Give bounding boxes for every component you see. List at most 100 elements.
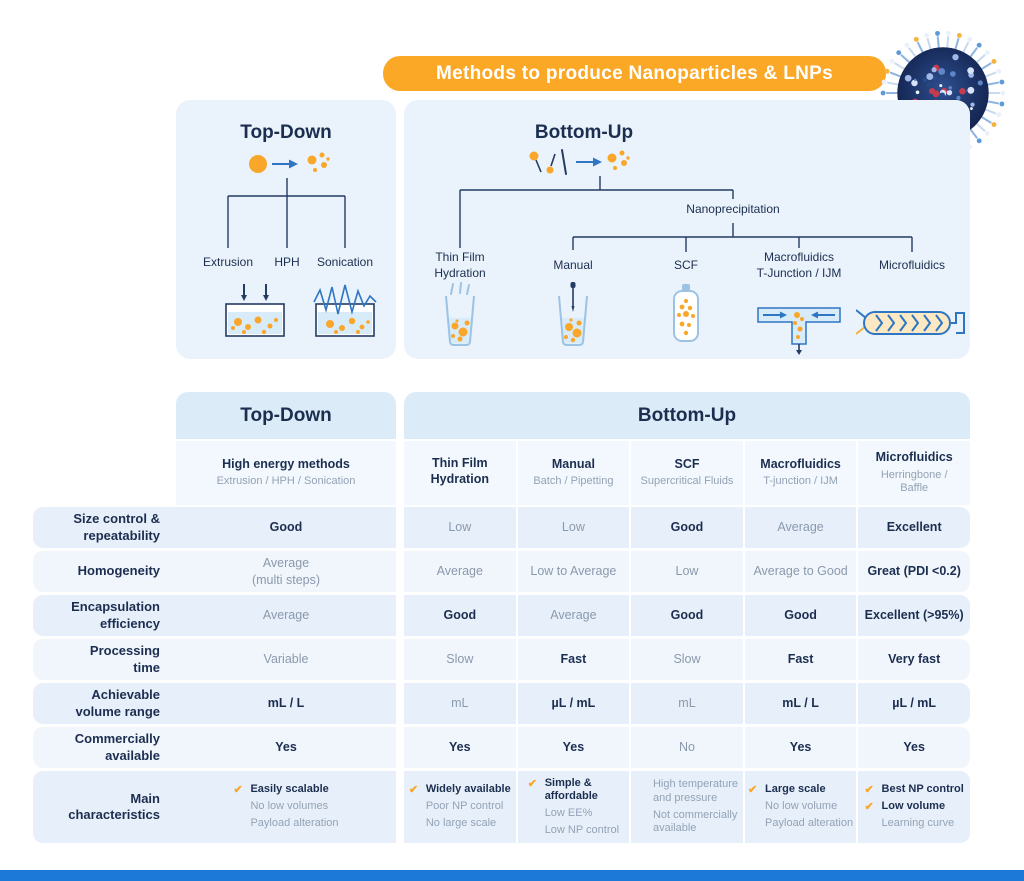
- cell-value: Excellent (>95%): [864, 608, 964, 623]
- characteristic-item: ✔Widely available: [409, 783, 511, 797]
- table-cell: Slow: [404, 639, 516, 680]
- table-cell: µL / mL: [856, 683, 970, 724]
- column-subtitle: Extrusion / HPH / Sonication: [216, 475, 356, 488]
- cell-value: Good: [670, 520, 704, 535]
- cell-value: Good: [670, 608, 704, 623]
- cell-value: Good: [269, 520, 303, 535]
- column-subtitle: T-junction / IJM: [763, 475, 838, 488]
- cell-value: Low to Average: [530, 564, 617, 579]
- top-down-title: Top-Down: [240, 122, 332, 143]
- table-cell: mL / L: [176, 683, 396, 724]
- table-cell: Good: [176, 507, 396, 548]
- cell-value: Great (PDI <0.2): [867, 564, 961, 579]
- characteristic-text: Payload alteration: [765, 816, 854, 829]
- characteristic-text: Learning curve: [881, 816, 955, 829]
- cell-value: Average: [262, 608, 310, 623]
- cell-value: Fast: [787, 652, 814, 667]
- characteristic-item: Low NP control: [528, 824, 619, 838]
- table-cell: Excellent: [856, 507, 970, 548]
- cell-value: Variable: [263, 652, 309, 667]
- characteristic-text: Payload alteration: [250, 816, 339, 829]
- branch-microfluidics: Microfluidics: [878, 258, 946, 272]
- table-cell: Low: [515, 507, 630, 548]
- table-cell: Low: [404, 507, 516, 548]
- table-cell: Yes: [515, 727, 630, 768]
- bottom-up-panel: Bottom-Up Nanoprecipitation Thin Film Hy…: [404, 100, 970, 359]
- table-cell: No: [629, 727, 743, 768]
- column-title: Microfluidics: [875, 449, 953, 464]
- cell-value: µL / mL: [551, 696, 596, 711]
- table-cell: Good: [742, 595, 857, 636]
- column-head: Manual Batch / Pipetting: [515, 441, 630, 505]
- characteristic-text: High temperature and pressure: [652, 778, 738, 804]
- characteristic-text: Low NP control: [544, 823, 620, 836]
- group-header-label: Bottom-Up: [637, 404, 737, 426]
- column-title: Macrofluidics: [760, 456, 841, 471]
- cell-value: mL: [451, 696, 469, 711]
- nanoprecipitation-label: Nanoprecipitation: [686, 202, 780, 216]
- characteristic-item: Poor NP control: [409, 800, 511, 814]
- table-cell: Low to Average: [515, 551, 630, 592]
- cell-value: mL / L: [782, 696, 819, 711]
- characteristic-text: No low volumes: [250, 800, 329, 813]
- row-label: Homogeneity: [33, 551, 176, 592]
- characteristic-text: Large scale: [765, 783, 826, 796]
- check-icon: ✔: [527, 777, 537, 790]
- check-icon: ✔: [233, 784, 243, 797]
- row-label: Encapsulation efficiency: [33, 595, 176, 636]
- table-cell: Very fast: [856, 639, 970, 680]
- cell-value: Fast: [560, 652, 587, 667]
- table-cell: Variable: [176, 639, 396, 680]
- bottom-up-title: Bottom-Up: [534, 122, 634, 143]
- characteristic-item: ✔Simple & affordable: [528, 777, 619, 805]
- table-cell: Average: [742, 507, 857, 548]
- group-header-label: Top-Down: [240, 404, 332, 426]
- sonication-icon: [308, 280, 382, 349]
- characteristic-item: ✔Low volume: [865, 800, 964, 814]
- table-cell: Fast: [515, 639, 630, 680]
- characteristic-text: Low EE%: [544, 807, 593, 819]
- cell-value: Yes: [275, 740, 297, 755]
- column-subtitle: Supercritical Fluids: [640, 475, 734, 488]
- column-head: Thin Film Hydration: [404, 441, 516, 505]
- characteristic-item: No large scale: [409, 817, 511, 831]
- t-junction-icon: [754, 284, 844, 361]
- table-subheader-bottomup: Thin Film Hydration Manual Batch / Pipet…: [404, 441, 970, 505]
- table-cell: Average: [176, 595, 396, 636]
- cell-value: Slow: [673, 652, 701, 667]
- row-label: Achievable volume range: [33, 683, 176, 724]
- cell-value: Average to Good: [753, 564, 848, 579]
- column-title: High energy methods: [222, 456, 350, 471]
- cell-value: Excellent: [886, 520, 942, 535]
- branch-scf: SCF: [674, 258, 698, 272]
- characteristic-item: Low EE%: [528, 807, 619, 821]
- check-icon: ✔: [408, 784, 419, 797]
- branch-extrusion: Extrusion: [202, 255, 254, 269]
- characteristic-item: ✔Large scale: [748, 783, 853, 797]
- cell-value: Average: [436, 564, 483, 579]
- table-cell: Great (PDI <0.2): [856, 551, 970, 592]
- table-cell: Slow: [629, 639, 743, 680]
- bottom-up-cells: Slow Fast Slow Fast Very fast: [404, 639, 970, 680]
- characteristic-item: ✔Best NP control: [865, 783, 964, 797]
- characteristic-item: No low volumes: [233, 800, 338, 814]
- table-cell: Yes: [404, 727, 516, 768]
- column-head: Microfluidics Herringbone / Baffle: [856, 441, 970, 505]
- branch-sonication: Sonication: [316, 255, 374, 269]
- cell-value: Yes: [789, 740, 812, 755]
- column-title: Thin Film Hydration: [430, 455, 489, 486]
